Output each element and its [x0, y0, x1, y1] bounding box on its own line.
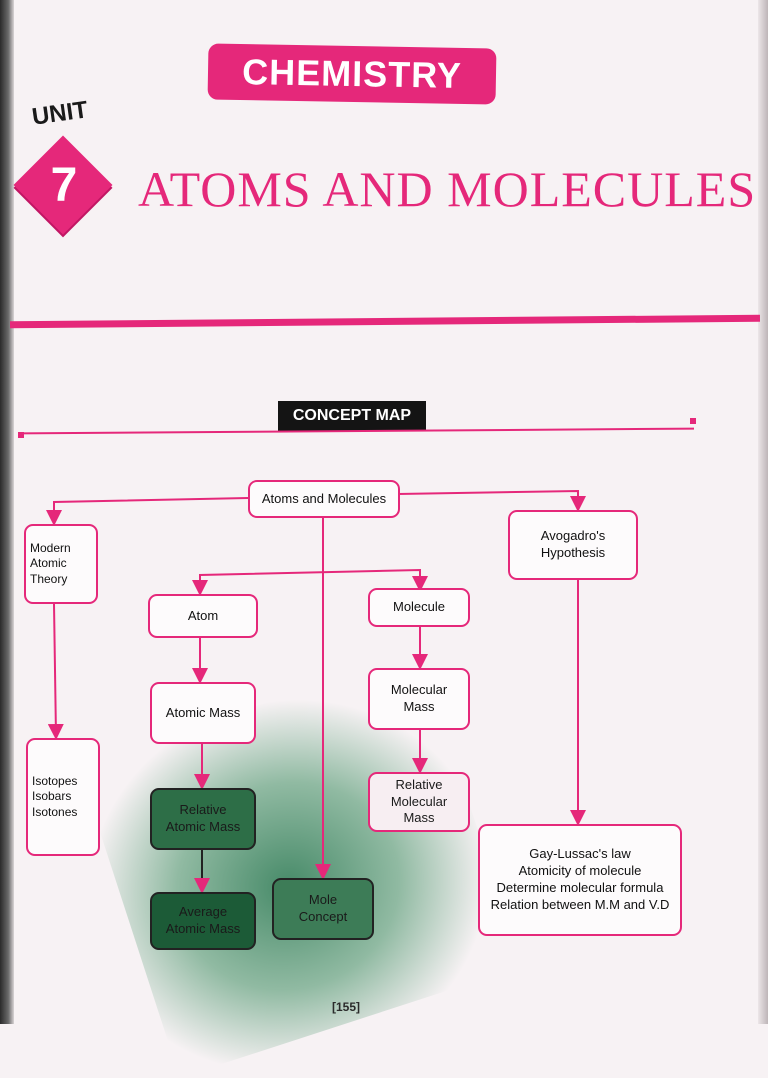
rule-end-marker [690, 418, 696, 424]
node-molecule: Molecule [368, 588, 470, 627]
node-root: Atoms and Molecules [248, 480, 400, 518]
node-relative-molecular-mass: Relative Molecular Mass [368, 772, 470, 832]
node-modern-atomic-theory: Modern Atomic Theory [24, 524, 98, 604]
connector-root-modern [46, 497, 249, 526]
node-mole-concept: Mole Concept [272, 878, 374, 940]
concept-map-connectors [46, 489, 586, 894]
node-relative-atomic-mass: Relative Atomic Mass [150, 788, 256, 850]
page-number: [155] [332, 1000, 361, 1014]
connector-root-avogadro [397, 489, 586, 512]
node-isotopes: Isotopes Isobars Isotones [26, 738, 100, 856]
node-gay-lussac: Gay-Lussac's law Atomicity of molecule D… [478, 824, 682, 936]
page-edge-left [0, 0, 14, 1024]
node-molecular-mass: Molecular Mass [368, 668, 470, 730]
connector-modern-isotopes [47, 603, 64, 740]
node-atomic-mass: Atomic Mass [150, 682, 256, 744]
unit-title: ATOMS AND MOLECULES [138, 161, 757, 217]
unit-number: 7 [50, 159, 78, 212]
rule-end-marker [18, 432, 24, 438]
node-avogadro: Avogadro's Hypothesis [508, 510, 638, 580]
concept-map-tag: CONCEPT MAP [278, 401, 426, 431]
node-atom: Atom [148, 594, 258, 638]
node-average-atomic-mass: Average Atomic Mass [150, 892, 256, 950]
page-edge-right [758, 0, 768, 1024]
